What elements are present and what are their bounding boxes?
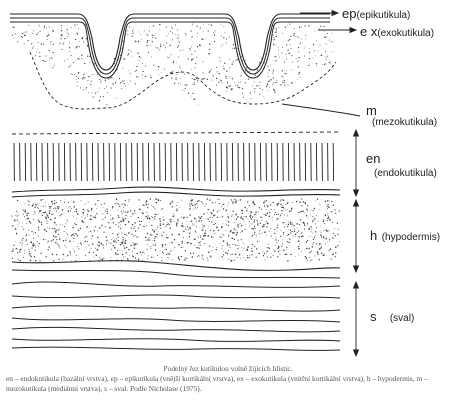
exocuticle-boundary-dashed	[29, 51, 337, 110]
epicuticle-line-middle	[10, 17, 330, 75]
label-epicuticle-abbr: ep	[342, 6, 357, 21]
label-epicuticle-full: (epikutikula)	[356, 10, 411, 21]
label-endocuticle-full: (endokutikula)	[374, 168, 437, 179]
label-hypodermis: h (hypodermis)	[370, 227, 440, 245]
label-epicuticle: ep(epikutikula)	[342, 5, 410, 23]
h-range-arrow	[352, 198, 360, 274]
caption-body: en – endokutikula (bazální vrstva), ep –…	[6, 374, 428, 393]
caption-title: Podelný řez kutikulou volně žijících hlí…	[163, 364, 293, 373]
muscle-line-6	[11, 338, 341, 342]
ep-leader-arrow	[300, 9, 340, 17]
label-mesocuticle-full-wrap: (mezokutikula)	[372, 112, 437, 130]
epicuticle-line-outer	[10, 13, 330, 71]
label-exocuticle-full: (exokutikula)	[377, 28, 435, 39]
mesocuticle-boundary-dashed	[11, 131, 341, 135]
label-exocuticle: e x(exokutikula)	[360, 23, 434, 41]
s-range-arrow	[352, 280, 360, 358]
hypodermis-bottom-line-2	[11, 269, 341, 279]
label-muscle-full: (sval)	[389, 313, 415, 324]
muscle-line-3	[11, 305, 341, 312]
exocuticle-stipple	[11, 23, 335, 108]
label-hypodermis-abbr: h	[370, 228, 378, 243]
label-endocuticle-abbr: en	[366, 151, 381, 166]
muscle-line-1	[11, 281, 341, 288]
muscle-line-4	[11, 317, 341, 323]
en-range-arrow	[352, 128, 360, 198]
muscle-line-7	[11, 346, 341, 351]
label-endocuticle-full-wrap: (endokutikula)	[374, 163, 437, 181]
label-mesocuticle-abbr-wrap: m	[366, 102, 377, 120]
label-muscle-abbr: s	[370, 309, 377, 324]
label-hypodermis-full: (hypodermis)	[381, 232, 441, 243]
m-leader-line	[281, 103, 361, 117]
endocuticle-striations	[13, 142, 335, 182]
label-endocuticle-abbr-wrap: en	[366, 150, 380, 168]
label-exocuticle-abbr: e x	[360, 24, 378, 39]
ex-leader-arrow	[318, 26, 358, 34]
endocuticle-bottom-line-2	[11, 191, 341, 198]
epicuticle-line-inner	[10, 21, 330, 79]
hypodermis-stipple	[11, 198, 340, 262]
endocuticle-bottom-line-1	[11, 186, 341, 193]
muscle-line-2	[11, 294, 341, 299]
muscle-line-5	[11, 326, 341, 333]
label-mesocuticle-full: (mezokutikula)	[372, 117, 438, 128]
label-muscle: s (sval)	[370, 308, 414, 326]
label-mesocuticle-abbr: m	[366, 103, 377, 118]
hypodermis-bottom-line-1	[11, 260, 341, 271]
